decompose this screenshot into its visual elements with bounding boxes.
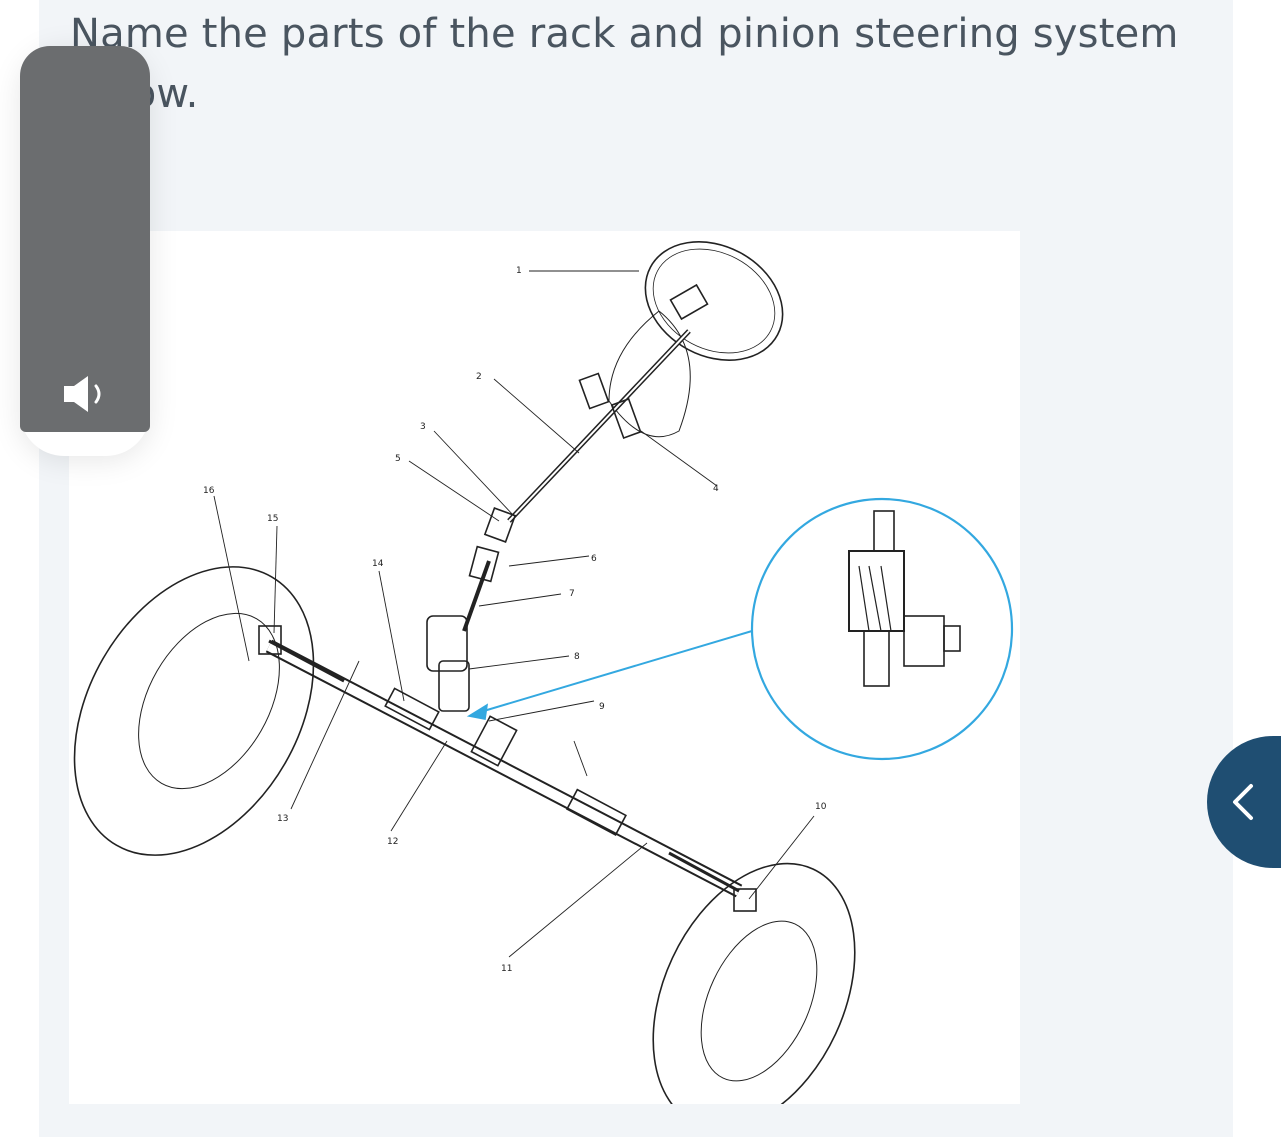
detail-arrow [476,630,753,714]
callout-2: 2 [476,372,482,382]
right-wheel [652,862,856,1104]
callout-6: 6 [591,554,597,564]
speaker-icon [64,376,101,412]
callout-7: 7 [569,589,575,599]
callout-13: 13 [277,814,288,824]
callout-10: 10 [815,802,827,812]
speaker-button[interactable] [62,372,112,416]
callout-4: 4 [713,484,719,494]
steering-diagram: 1 2 3 4 5 6 7 8 9 10 11 12 13 14 15 16 [69,231,1020,1104]
inset-circle [750,497,1014,761]
callout-11: 11 [501,964,512,974]
lower-joint [426,615,468,672]
upper-joint [483,507,517,543]
callout-8: 8 [574,652,580,662]
audio-panel [20,46,150,456]
steering-diagram-drawing: 1 2 3 4 5 6 7 8 9 10 11 12 13 14 15 16 [73,241,1014,1104]
question-text: Name the parts of the rack and pinion st… [70,11,1179,117]
left-wheel [73,566,315,856]
audio-panel-body [20,46,150,432]
callout-labels: 1 2 3 4 5 6 7 8 9 10 11 12 13 14 15 16 [203,266,827,974]
callout-12: 12 [387,837,398,847]
callout-14: 14 [372,559,384,569]
callout-9: 9 [599,702,605,712]
callout-1: 1 [516,266,522,276]
callout-3: 3 [420,422,426,432]
callout-16: 16 [203,486,215,496]
callout-15: 15 [267,514,278,524]
chevron-left-icon [1233,784,1253,820]
steering-wheel [644,241,784,361]
callout-5: 5 [395,454,401,464]
